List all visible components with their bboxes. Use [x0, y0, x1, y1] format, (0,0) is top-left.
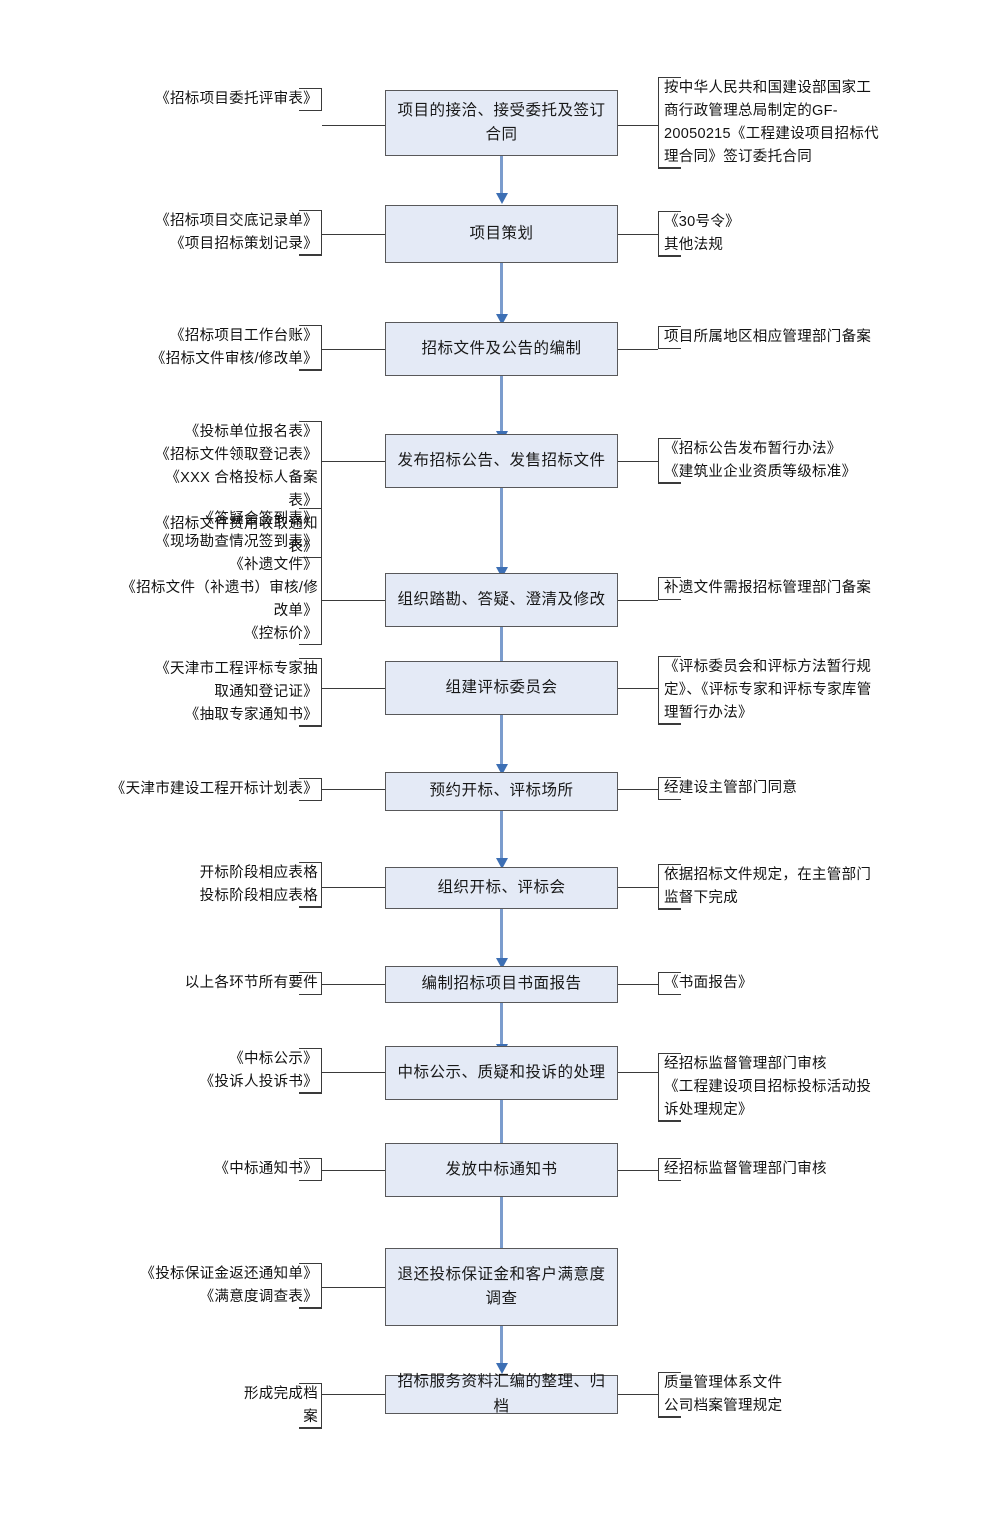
arrow-step-7-to-8 — [500, 811, 503, 859]
annotation-left-step-6: 《天津市工程评标专家抽取通知登记证》 《抽取专家通知书》 — [150, 658, 322, 727]
process-box-written-report[interactable]: 编制招标项目书面报告 — [385, 966, 618, 1003]
process-box-form-evaluation-committee[interactable]: 组建评标委员会 — [385, 661, 618, 715]
leadline-left-step-2 — [322, 234, 385, 235]
arrow-step-4-to-5 — [500, 488, 503, 568]
leadline-left-step-9 — [322, 984, 385, 985]
annotation-left-step-12: 《投标保证金返还通知单》 《满意度调查表》 — [135, 1263, 322, 1309]
leadline-left-step-3 — [322, 349, 385, 350]
arrow-step-12-to-13 — [500, 1326, 503, 1364]
arrow-step-6-to-7 — [500, 715, 503, 765]
leadline-left-step-10 — [322, 1072, 385, 1073]
process-box-issue-award-notice[interactable]: 发放中标通知书 — [385, 1143, 618, 1197]
annotation-left-step-2: 《招标项目交底记录单》 《项目招标策划记录》 — [140, 210, 322, 256]
arrow-step-5-to-6 — [500, 627, 503, 673]
leadline-right-step-11 — [618, 1170, 658, 1171]
annotation-left-step-8: 开标阶段相应表格 投标阶段相应表格 — [180, 862, 322, 908]
leadline-left-step-8 — [322, 887, 385, 888]
annotation-right-step-3: 项目所属地区相应管理部门备案 — [658, 326, 878, 349]
leadline-left-step-12 — [322, 1287, 385, 1288]
annotation-left-step-7: 《天津市建设工程开标计划表》 — [110, 778, 322, 801]
annotation-left-step-9: 以上各环节所有要件 — [172, 972, 322, 995]
annotation-right-step-4: 《招标公告发布暂行办法》 《建筑业企业资质等级标准》 — [658, 438, 884, 484]
arrow-step-11-to-12 — [500, 1197, 503, 1249]
leadline-right-step-4 — [618, 461, 658, 462]
leadline-left-step-13 — [322, 1394, 385, 1395]
process-box-refund-deposit-survey[interactable]: 退还投标保证金和客户满意度调查 — [385, 1248, 618, 1326]
leadline-left-step-4 — [322, 461, 385, 462]
annotation-left-step-5: 《答疑会签到表》 《现场勘查情况签到表》 《补遗文件》 《招标文件（补遗书）审核… — [120, 508, 322, 646]
annotation-left-step-13: 形成完成档案 — [230, 1383, 322, 1429]
leadline-left-step-6 — [322, 688, 385, 689]
arrow-step-2-to-3 — [500, 263, 503, 315]
leadline-right-step-10 — [618, 1072, 658, 1073]
annotation-right-step-6: 《评标委员会和评标方法暂行规定》、《评标专家和评标专家库管理暂行办法》 — [658, 656, 884, 725]
leadline-right-step-2 — [618, 234, 658, 235]
arrow-step-8-to-9 — [500, 909, 503, 959]
annotation-right-step-9: 《书面报告》 — [658, 972, 884, 995]
arrow-step-3-to-4 — [500, 376, 503, 432]
arrow-step-9-to-10 — [500, 1003, 503, 1045]
leadline-left-step-5 — [322, 600, 385, 601]
process-box-award-publicity-complaints[interactable]: 中标公示、质疑和投诉的处理 — [385, 1046, 618, 1100]
annotation-right-step-1: 按中华人民共和国建设部国家工商行政管理总局制定的GF-20050215《工程建设… — [658, 77, 884, 169]
annotation-right-step-10: 经招标监督管理部门审核 《工程建设项目招标投标活动投诉处理规定》 — [658, 1053, 884, 1122]
leadline-right-step-7 — [618, 789, 658, 790]
leadline-right-step-6 — [618, 688, 658, 689]
process-box-archive-materials[interactable]: 招标服务资料汇编的整理、归档 — [385, 1373, 618, 1415]
annotation-left-step-11: 《中标通知书》 — [200, 1158, 322, 1181]
process-box-reserve-bid-opening-venue[interactable]: 预约开标、评标场所 — [385, 772, 618, 811]
leadline-left-step-7 — [322, 789, 385, 790]
annotation-right-step-7: 经建设主管部门同意 — [658, 777, 884, 800]
process-box-tender-doc-preparation[interactable]: 招标文件及公告的编制 — [385, 322, 618, 376]
process-box-organize-bid-opening[interactable]: 组织开标、评标会 — [385, 867, 618, 909]
annotation-left-step-4: 《投标单位报名表》 《招标文件领取登记表》 《XXX 合格投标人备案表》 《招标… — [140, 421, 322, 559]
process-box-site-survey-clarification[interactable]: 组织踏勘、答疑、澄清及修改 — [385, 573, 618, 627]
annotation-left-step-1: 《招标项目委托评审表》 — [150, 88, 322, 111]
leadline-left-step-1 — [322, 125, 385, 126]
leadline-right-step-5 — [618, 600, 658, 601]
leadline-right-step-8 — [618, 887, 658, 888]
process-box-publish-tender-notice[interactable]: 发布招标公告、发售招标文件 — [385, 434, 618, 488]
arrow-step-1-to-2 — [500, 156, 503, 194]
annotation-right-step-5: 补遗文件需报招标管理部门备案 — [658, 577, 884, 600]
process-box-project-planning[interactable]: 项目策划 — [385, 205, 618, 263]
annotation-right-step-11: 经招标监督管理部门审核 — [658, 1158, 884, 1181]
leadline-right-step-1 — [618, 125, 658, 126]
leadline-right-step-9 — [618, 984, 658, 985]
annotation-right-step-8: 依据招标文件规定，在主管部门监督下完成 — [658, 864, 884, 910]
annotation-right-step-13: 质量管理体系文件 公司档案管理规定 — [658, 1372, 884, 1418]
annotation-left-step-10: 《中标公示》 《投诉人投诉书》 — [168, 1048, 322, 1094]
annotation-left-step-3: 《招标项目工作台账》 《招标文件审核/修改单》 — [140, 325, 322, 371]
leadline-right-step-3 — [618, 349, 658, 350]
leadline-right-step-13 — [618, 1394, 658, 1395]
arrow-step-10-to-11 — [500, 1100, 503, 1144]
process-box-project-intake[interactable]: 项目的接洽、接受委托及签订合同 — [385, 90, 618, 156]
leadline-left-step-11 — [322, 1170, 385, 1171]
annotation-right-step-2: 《30号令》 其他法规 — [658, 211, 884, 257]
